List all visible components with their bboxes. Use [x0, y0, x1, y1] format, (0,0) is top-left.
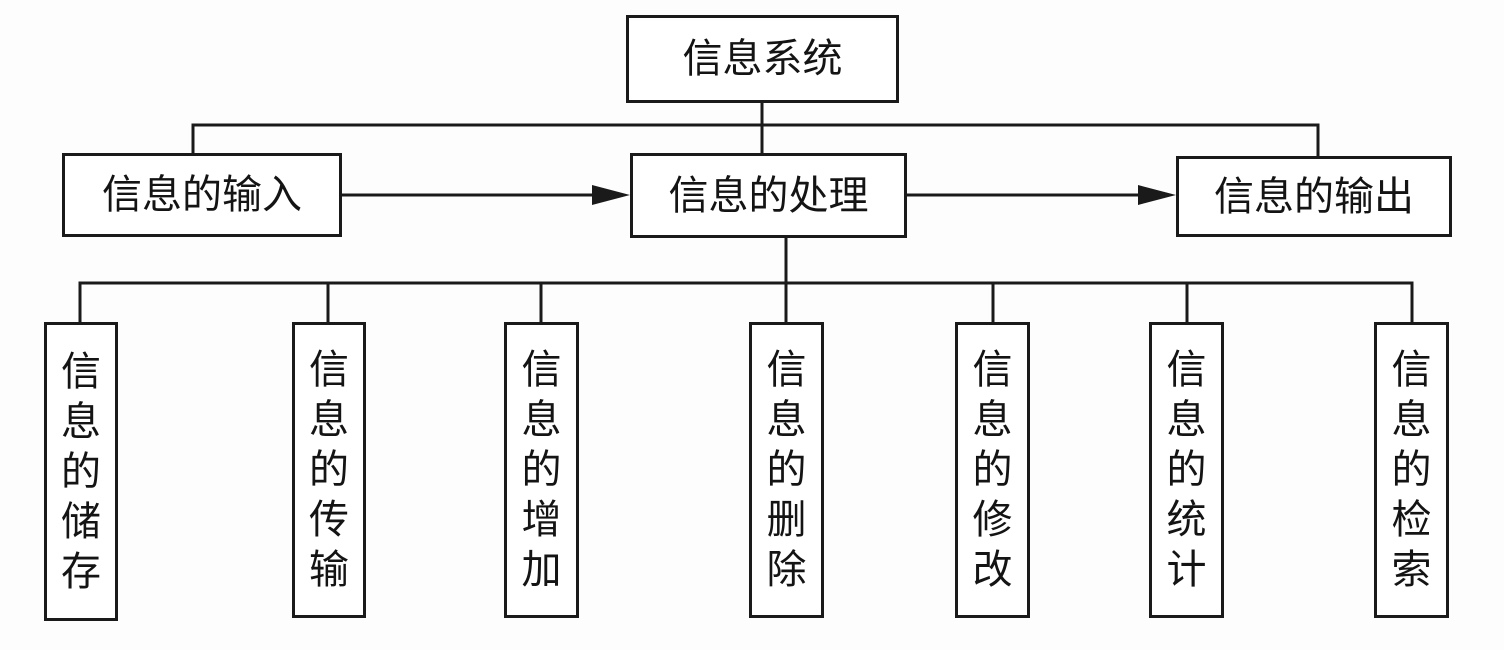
arrowhead-icon: [592, 185, 630, 205]
operation-node-statistics: 信息的统计: [1149, 322, 1224, 618]
operation-node-label: 信息的增加: [521, 347, 562, 593]
operation-node-addition: 信息的增加: [504, 322, 579, 618]
root-node-label: 信息系统: [682, 36, 843, 82]
operation-node-transmission: 信息的传输: [292, 322, 366, 618]
stage-node-label: 信息的输出: [1214, 173, 1414, 220]
operation-node-label: 信息的修改: [972, 347, 1013, 593]
root-node: 信息系统: [626, 15, 899, 103]
operation-node-modification: 信息的修改: [955, 322, 1030, 618]
operation-node-label: 信息的储存: [61, 348, 101, 595]
operation-node-deletion: 信息的删除: [749, 322, 824, 618]
stage-node-process: 信息的处理: [630, 153, 907, 238]
operation-node-label: 信息的删除: [766, 347, 807, 593]
operation-node-retrieval: 信息的检索: [1374, 322, 1449, 618]
stage-node-input: 信息的输入: [62, 153, 342, 237]
operation-node-label: 信息的统计: [1166, 347, 1207, 593]
operation-node-label: 信息的传输: [309, 347, 349, 593]
stage-node-label: 信息的输入: [102, 172, 302, 218]
arrowhead-icon: [1138, 185, 1176, 205]
operation-node-label: 信息的检索: [1391, 347, 1432, 593]
stage-node-output: 信息的输出: [1176, 156, 1452, 237]
stage-node-label: 信息的处理: [668, 172, 869, 219]
operation-node-storage: 信息的储存: [44, 322, 118, 621]
